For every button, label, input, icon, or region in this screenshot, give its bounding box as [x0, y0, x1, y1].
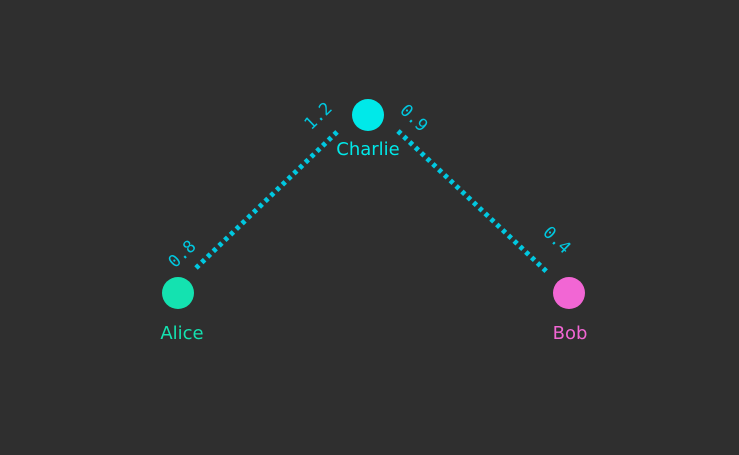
- edge-alice-charlie: [194, 129, 340, 270]
- edge-weight-bob-side: 0.4: [538, 223, 574, 259]
- edge-weight-charlie-side: 1.2: [301, 99, 337, 135]
- node-charlie[interactable]: [352, 99, 384, 131]
- node-label-bob: Bob: [553, 323, 588, 344]
- edge-charlie-bob: [396, 129, 549, 274]
- node-bob[interactable]: [553, 277, 585, 309]
- node-label-charlie: Charlie: [336, 139, 399, 160]
- node-label-alice: Alice: [160, 323, 203, 344]
- node-alice[interactable]: [162, 277, 194, 309]
